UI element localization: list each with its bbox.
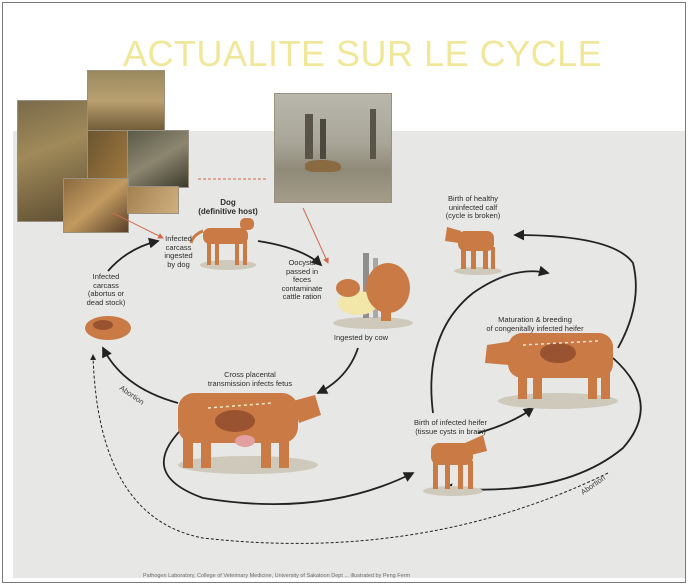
dog-to-oocysts-arrow [257, 240, 323, 267]
coyote-to-oocysts-arrow [302, 207, 329, 264]
carcass-to-dog-arrow [107, 237, 160, 272]
cow-ingestion-to-transmission-arrow [316, 347, 359, 394]
birth-healthy-calf-label: Birth of healthy uninfected calf (cycle … [445, 194, 501, 220]
dog-host-label: Dog (definitive host) [198, 198, 258, 216]
tree-trunk-2 [320, 119, 326, 159]
abortion-arrow [102, 346, 179, 404]
ingested-by-cow-label: Ingested by cow [333, 333, 389, 342]
pregnant-cow-illustration [178, 393, 321, 474]
wildlife-photo-5 [63, 178, 129, 233]
healthy-calf-illustration [445, 227, 502, 275]
infected-carcass-illustration [85, 316, 131, 340]
life-cycle-diagram: Abortion Abortion [85, 178, 642, 544]
dog-illustration [189, 218, 256, 270]
abortion-label: Abortion [118, 383, 146, 406]
maturation-to-healthy-calf-arrow [513, 229, 637, 349]
birth-to-maturation-arrow [477, 406, 535, 434]
heifer-growth-arrow [430, 265, 550, 414]
infected-calf-illustration [423, 435, 487, 496]
tree-trunk-3 [370, 109, 376, 159]
cow-eating-illustration [333, 253, 413, 329]
birth-infected-heifer-label: Birth of infected heifer (tissue cysts i… [414, 418, 487, 436]
maturation-to-infected-birth-arrow [441, 357, 642, 495]
transmission-to-birth-arrow [162, 422, 415, 506]
infected-carcass-label: Infected carcass (abortus or dead stock) [86, 272, 126, 307]
maturation-breeding-label: Maturation & breeding of congenitally in… [486, 315, 584, 333]
coyote-photo [274, 93, 392, 203]
footer-credit: Pathogen Laboratory, College of Veterina… [143, 573, 411, 579]
tree-trunk-1 [305, 114, 313, 159]
abortion-return-dashed-arrow [90, 354, 609, 544]
mature-heifer-illustration [485, 333, 618, 409]
oocysts-label: Oocysts passed in feces contaminate catt… [281, 258, 323, 301]
wildlife-to-carcass-arrow [112, 212, 164, 239]
cross-placental-label: Cross placental transmission infects fet… [207, 370, 293, 388]
wildlife-photo-2 [87, 70, 165, 132]
slide-title: ACTUALITE SUR LE CYCLE [123, 33, 603, 74]
infected-carcass-ingested-label: Infected carcass ingested by dog [164, 234, 193, 269]
coyote-figure [305, 160, 341, 172]
wildlife-photo-6 [127, 186, 179, 214]
